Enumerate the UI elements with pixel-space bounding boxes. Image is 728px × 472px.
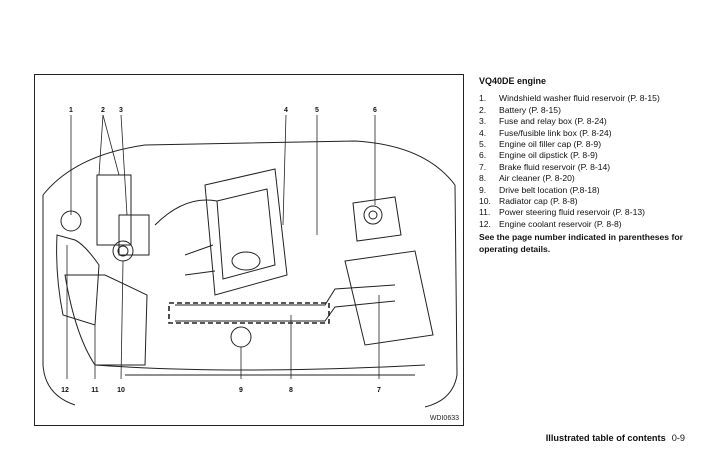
legend-item-text: Air cleaner (P. 8-20): [499, 173, 575, 184]
callout-1: 1: [69, 107, 73, 114]
callout-9: 9: [239, 387, 243, 394]
callout-7: 7: [377, 387, 381, 394]
legend-item: 8. Air cleaner (P. 8-20): [479, 173, 694, 184]
callout-2: 2: [101, 107, 105, 114]
legend-title: VQ40DE engine: [479, 76, 547, 86]
callout-3: 3: [119, 107, 123, 114]
legend-item: 3. Fuse and relay box (P. 8-24): [479, 116, 694, 127]
legend-item-text: Fuse and relay box (P. 8-24): [499, 116, 607, 127]
legend-item-text: Fuse/fusible link box (P. 8-24): [499, 127, 612, 138]
page-footer: Illustrated table of contents 0-9: [546, 433, 685, 443]
legend-item-text: Engine coolant reservoir (P. 8-8): [499, 218, 622, 229]
legend-item-number: 8.: [479, 173, 487, 184]
legend-item-text: Power steering fluid reservoir (P. 8-13): [499, 207, 645, 218]
legend-item-text: Drive belt location (P.8-18): [499, 184, 600, 195]
legend-item-text: Engine oil filler cap (P. 8-9): [499, 139, 602, 150]
legend-item: 2. Battery (P. 8-15): [479, 105, 694, 116]
footer-section-title: Illustrated table of contents: [545, 433, 666, 443]
legend-item: 9. Drive belt location (P.8-18): [479, 185, 694, 196]
legend-panel: VQ40DE engine 1. Windshield washer fluid …: [479, 76, 694, 255]
legend-item-number: 4.: [479, 127, 487, 138]
footer-page-number: 0-9: [671, 433, 685, 443]
legend-item-number: 12.: [479, 218, 491, 229]
callout-11: 11: [91, 387, 99, 394]
legend-list: 1. Windshield washer fluid reservoir (P. …: [479, 93, 694, 230]
callout-5: 5: [315, 107, 319, 114]
legend-item-number: 6.: [479, 150, 487, 161]
legend-item-text: Brake fluid reservoir (P. 8-14): [499, 161, 611, 172]
legend-item-text: Battery (P. 8-15): [499, 104, 561, 115]
callout-6: 6: [373, 107, 377, 114]
legend-item: 1. Windshield washer fluid reservoir (P. …: [479, 93, 694, 104]
callout-8: 8: [289, 387, 293, 394]
legend-item-text: Windshield washer fluid reservoir (P. 8-…: [499, 93, 660, 104]
legend-item-number: 3.: [479, 116, 487, 127]
legend-item: 6. Engine oil dipstick (P. 8-9): [479, 150, 694, 161]
legend-item: 12. Engine coolant reservoir (P. 8-8): [479, 219, 694, 230]
legend-item: 4. Fuse/fusible link box (P. 8-24): [479, 128, 694, 139]
legend-item-number: 9.: [479, 184, 487, 195]
callout-4: 4: [284, 107, 288, 114]
legend-item: 7. Brake fluid reservoir (P. 8-14): [479, 162, 694, 173]
legend-item-number: 11.: [479, 207, 491, 218]
legend-item-number: 2.: [479, 104, 487, 115]
callout-10: 10: [117, 387, 125, 394]
engine-compartment-figure: 1 2 3 4 5 6 12 11 10 9 8 7 WDI0633: [34, 74, 464, 426]
legend-item: 10. Radiator cap (P. 8-8): [479, 196, 694, 207]
legend-item-text: Engine oil dipstick (P. 8-9): [499, 150, 598, 161]
legend-item-text: Radiator cap (P. 8-8): [499, 196, 578, 207]
legend-item: 5. Engine oil filler cap (P. 8-9): [479, 139, 694, 150]
legend-note: See the page number indicated in parenth…: [479, 232, 683, 254]
figure-code: WDI0633: [429, 415, 459, 422]
legend-item-number: 5.: [479, 139, 487, 150]
legend-item-number: 7.: [479, 161, 487, 172]
legend-item-number: 1.: [479, 93, 487, 104]
legend-item: 11. Power steering fluid reservoir (P. 8-…: [479, 207, 694, 218]
engine-illustration: [42, 114, 458, 408]
legend-item-number: 10.: [479, 196, 491, 207]
callout-12: 12: [61, 387, 69, 394]
